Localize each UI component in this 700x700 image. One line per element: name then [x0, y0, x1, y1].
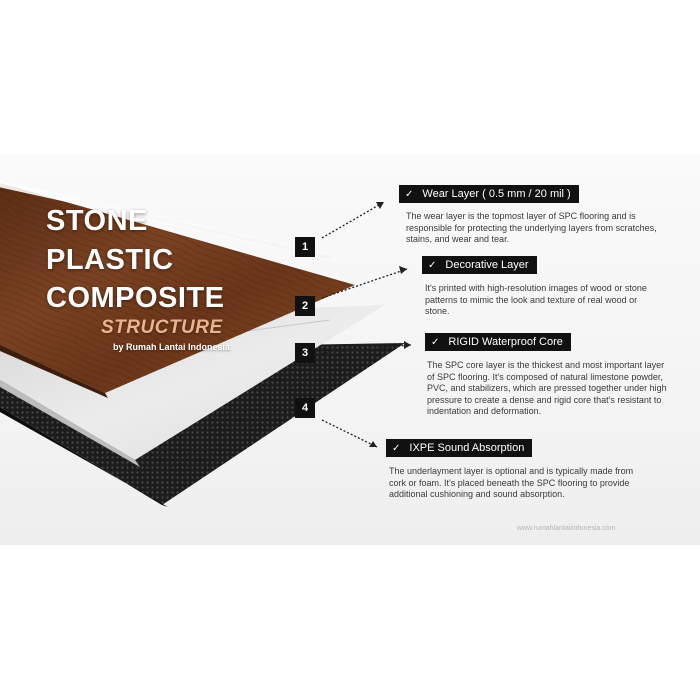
- connector-2: [321, 268, 408, 299]
- byline: by Rumah Lantai Indonesia: [113, 342, 231, 352]
- title-line-3: COMPOSITE: [46, 282, 225, 314]
- layer-label-2-text: Decorative Layer: [445, 259, 529, 271]
- arrow-4-icon: [369, 441, 377, 447]
- layer-number-3: 3: [295, 343, 315, 363]
- layer-description-1: The wear layer is the topmost layer of S…: [406, 211, 657, 244]
- arrow-2-icon: [399, 266, 407, 274]
- check-icon: ✓: [392, 442, 401, 454]
- decorative-layer-shape: [0, 183, 355, 398]
- diagram-panel: STONE PLASTIC COMPOSITE STRUCTURE by Rum…: [0, 155, 700, 545]
- layer-label-3-text: RIGID Waterproof Core: [448, 336, 563, 348]
- layer-label-4-text: IXPE Sound Absorption: [409, 442, 525, 454]
- website-url: www.rumahlantaiindonesia.com: [517, 525, 616, 532]
- wear-layer-shape: [0, 180, 338, 262]
- check-icon: ✓: [428, 259, 437, 271]
- layer-description-4: The underlayment layer is optional and i…: [389, 466, 634, 499]
- layer-label-2: ✓ Decorative Layer: [422, 256, 537, 274]
- layer-number-1: 1: [295, 237, 315, 257]
- layer-number-2: 2: [295, 296, 315, 316]
- connector-1: [321, 201, 385, 239]
- title-structure: STRUCTURE: [101, 317, 223, 338]
- layer-label-1-text: Wear Layer ( 0.5 mm / 20 mil ): [422, 188, 571, 200]
- connector-3: [321, 344, 412, 354]
- layer-label-3: ✓ RIGID Waterproof Core: [425, 333, 571, 351]
- layer-description-2: It's printed with high-resolution images…: [425, 283, 647, 316]
- flooring-layers-illustration: [0, 180, 412, 507]
- title-line-2: PLASTIC: [46, 244, 174, 276]
- connector-4: [321, 419, 378, 448]
- layer-description-3: The SPC core layer is the thickest and m…: [427, 360, 667, 416]
- arrow-3-icon: [404, 341, 411, 349]
- layer-label-4: ✓ IXPE Sound Absorption: [386, 439, 533, 457]
- title-line-1: STONE: [46, 205, 148, 237]
- arrow-1-icon: [376, 202, 384, 209]
- layer-label-1: ✓ Wear Layer ( 0.5 mm / 20 mil ): [399, 185, 579, 203]
- check-icon: ✓: [431, 336, 440, 348]
- layer-number-4: 4: [295, 398, 315, 418]
- check-icon: ✓: [405, 188, 414, 200]
